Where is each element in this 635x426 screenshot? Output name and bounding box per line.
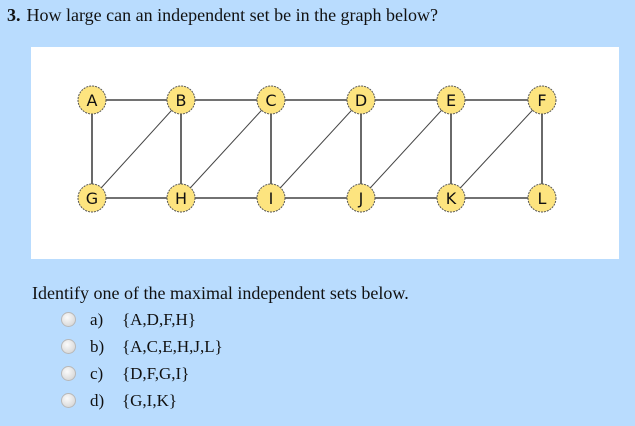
answer-options: a) {A,D,F,H} b) {A,C,E,H,J,L} c) {D,F,G,… [60, 306, 223, 414]
radio-button[interactable] [61, 393, 76, 408]
node-I: I [256, 183, 286, 213]
option-letter: b) [90, 336, 105, 356]
node-F: F [527, 85, 557, 115]
option-c[interactable]: c) {D,F,G,I} [60, 360, 223, 387]
prompt-text: Identify one of the maximal independent … [32, 283, 409, 303]
svg-text:G: G [86, 189, 98, 208]
question-text: How large can an independent set be in t… [26, 5, 439, 25]
node-E: E [436, 85, 466, 115]
node-H: H [166, 183, 196, 213]
edge-F-K [450, 99, 543, 199]
option-text: {G,I,K} [122, 390, 178, 410]
option-text: {A,D,F,H} [122, 309, 196, 329]
node-D: D [346, 85, 376, 115]
svg-text:E: E [446, 91, 456, 110]
node-C: C [256, 85, 286, 115]
svg-text:I: I [269, 189, 274, 208]
option-d[interactable]: d) {G,I,K} [60, 387, 223, 414]
svg-text:K: K [446, 189, 457, 208]
svg-text:D: D [355, 91, 367, 110]
question: 3.How large can an independent set be in… [7, 4, 438, 26]
svg-text:J: J [358, 189, 364, 208]
node-L: L [527, 183, 557, 213]
radio-button[interactable] [61, 312, 76, 327]
option-text: {D,F,G,I} [122, 363, 190, 383]
radio-button[interactable] [61, 366, 76, 381]
svg-text:C: C [265, 91, 276, 110]
svg-text:F: F [537, 91, 546, 110]
option-letter: c) [90, 363, 104, 383]
option-b[interactable]: b) {A,C,E,H,J,L} [60, 333, 223, 360]
node-G: G [77, 183, 107, 213]
graph-figure: A B C D E F G H I J K L [31, 47, 619, 259]
option-letter: d) [90, 390, 105, 410]
option-letter: a) [90, 309, 104, 329]
edge-D-I [270, 99, 362, 199]
edge-E-J [360, 99, 452, 199]
edge-B-G [91, 99, 182, 199]
node-J: J [346, 183, 376, 213]
node-A: A [77, 85, 107, 115]
edge-C-H [180, 99, 272, 199]
graph-diagram: A B C D E F G H I J K L [77, 85, 557, 213]
node-K: K [436, 183, 466, 213]
radio-button[interactable] [61, 339, 76, 354]
option-a[interactable]: a) {A,D,F,H} [60, 306, 223, 333]
node-B: B [166, 85, 196, 115]
svg-text:B: B [176, 91, 187, 110]
svg-text:H: H [175, 189, 187, 208]
svg-text:A: A [87, 91, 98, 110]
svg-text:L: L [538, 189, 547, 208]
question-number: 3. [7, 5, 21, 25]
option-text: {A,C,E,H,J,L} [122, 336, 223, 356]
